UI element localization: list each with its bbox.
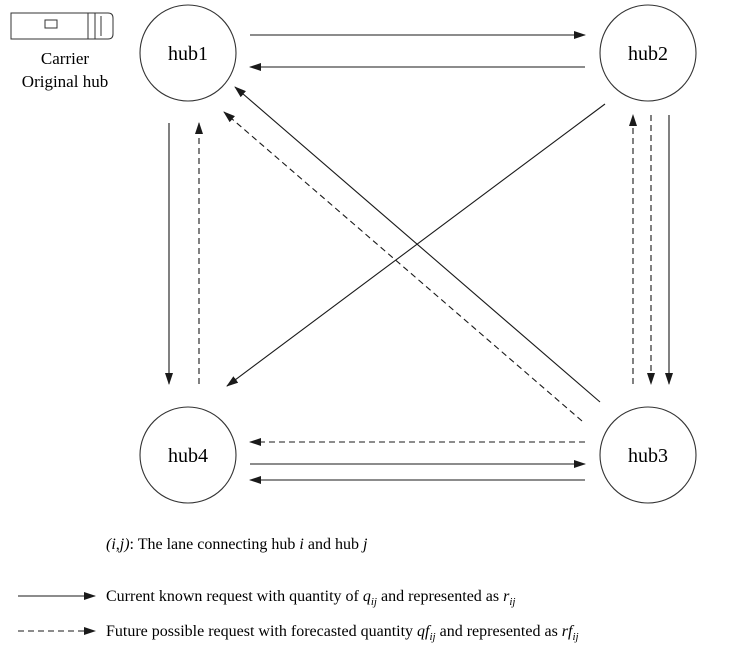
hub-node-hub3: hub3 (599, 406, 697, 504)
hub-circle (139, 406, 237, 504)
hub-label: hub2 (628, 43, 668, 65)
edge-hub2-hub4 (226, 103, 606, 387)
hub-circle (139, 4, 237, 102)
hub-label: hub4 (168, 445, 208, 467)
carrier-label: Carrier (41, 49, 89, 68)
hub-node-hub2: hub2 (599, 4, 697, 102)
hub-circle (599, 4, 697, 102)
legend-future-request: Future possible request with forecasted … (106, 623, 579, 643)
edge-hub3-hub1-dashed (223, 111, 583, 422)
hub-label: hub3 (628, 445, 668, 467)
edges-group (165, 31, 673, 484)
lane-definition: (i,j): The lane connecting hub i and hub… (106, 536, 368, 553)
legend-current-request: Current known request with quantity of q… (106, 588, 516, 608)
hub-node-hub4: hub4 (139, 406, 237, 504)
hub-label: hub1 (168, 43, 208, 65)
hub-node-hub1: hub1 (139, 4, 237, 102)
legend: (i,j): The lane connecting hub i and hub… (18, 536, 579, 643)
original-hub-label: Original hub (22, 72, 108, 91)
hub-circle (599, 406, 697, 504)
truck-icon (10, 12, 114, 40)
